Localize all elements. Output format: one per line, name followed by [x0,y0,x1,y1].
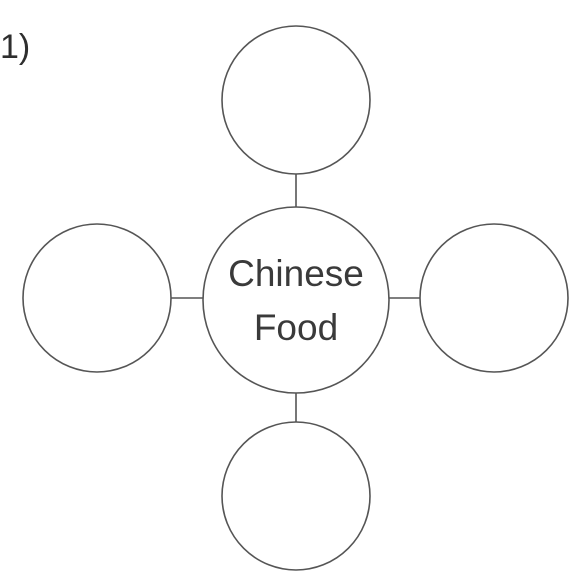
center-circle [202,206,390,394]
outer-circle-top[interactable] [221,25,371,175]
outer-circle-left[interactable] [22,223,172,373]
question-number: 1) [0,28,31,66]
center-topic-line2: Food [254,307,338,348]
center-topic-line1: Chinese [228,253,364,294]
outer-circle-bottom[interactable] [221,421,371,571]
outer-circle-right[interactable] [419,223,569,373]
